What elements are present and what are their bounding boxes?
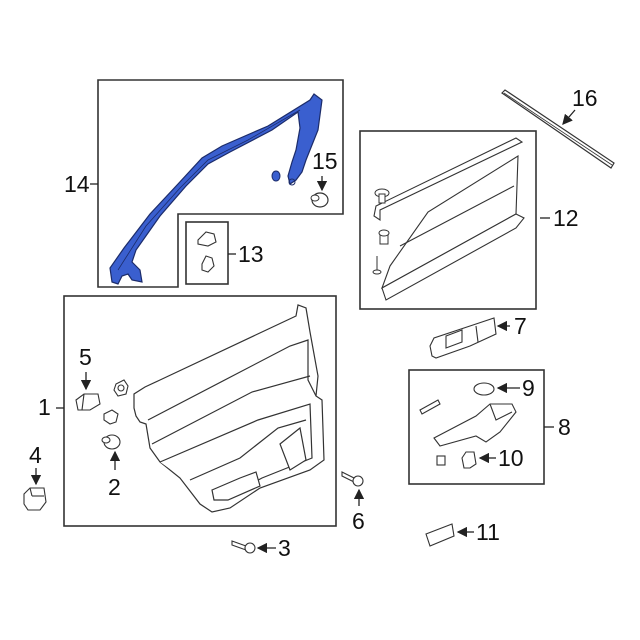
cover-part-9[interactable] bbox=[473, 382, 495, 396]
clip-pair-part-13[interactable] bbox=[197, 231, 217, 273]
callout-6: 6 bbox=[352, 508, 365, 534]
switch-part-10[interactable] bbox=[461, 451, 477, 469]
callout-11: 11 bbox=[476, 519, 500, 545]
screw-part-3[interactable] bbox=[231, 540, 256, 554]
callout-7: 7 bbox=[514, 313, 527, 339]
belt-weatherstrip-part-16[interactable] bbox=[501, 89, 615, 169]
callout-4: 4 bbox=[29, 442, 42, 468]
callout-3: 3 bbox=[278, 535, 291, 561]
callout-16: 16 bbox=[572, 85, 598, 111]
fastener-set-part-12 bbox=[372, 188, 390, 275]
switch-part-5[interactable] bbox=[75, 393, 101, 411]
callout-1: 1 bbox=[38, 394, 51, 420]
retainer-clip bbox=[103, 409, 119, 425]
group-box-14 bbox=[97, 79, 344, 288]
callout-15: 15 bbox=[312, 148, 338, 174]
push-pin-part-2[interactable] bbox=[101, 434, 121, 450]
armrest-part-8[interactable] bbox=[419, 399, 517, 466]
callout-8: 8 bbox=[558, 414, 571, 440]
door-handle-part-7[interactable] bbox=[429, 317, 497, 359]
callout-5: 5 bbox=[79, 344, 92, 370]
callout-2: 2 bbox=[108, 474, 121, 500]
group-box-13 bbox=[185, 221, 229, 285]
leader-16 bbox=[562, 109, 576, 125]
window-molding-part-14[interactable] bbox=[109, 93, 323, 285]
callout-14: 14 bbox=[64, 171, 90, 197]
callout-13: 13 bbox=[238, 241, 264, 267]
door-trim-panel-part-1[interactable] bbox=[133, 304, 325, 513]
callout-12: 12 bbox=[553, 205, 579, 231]
group-box-1 bbox=[63, 295, 337, 527]
trim-panel-part-12[interactable] bbox=[373, 137, 525, 301]
callout-9: 9 bbox=[522, 375, 535, 401]
screw-part-6[interactable] bbox=[341, 471, 364, 487]
clip-part-15[interactable] bbox=[310, 192, 329, 208]
nut bbox=[113, 379, 129, 397]
clip-part-4[interactable] bbox=[23, 487, 47, 511]
trim-strip-part-11[interactable] bbox=[425, 523, 455, 547]
group-box-12 bbox=[359, 130, 537, 310]
callout-10: 10 bbox=[498, 445, 524, 471]
